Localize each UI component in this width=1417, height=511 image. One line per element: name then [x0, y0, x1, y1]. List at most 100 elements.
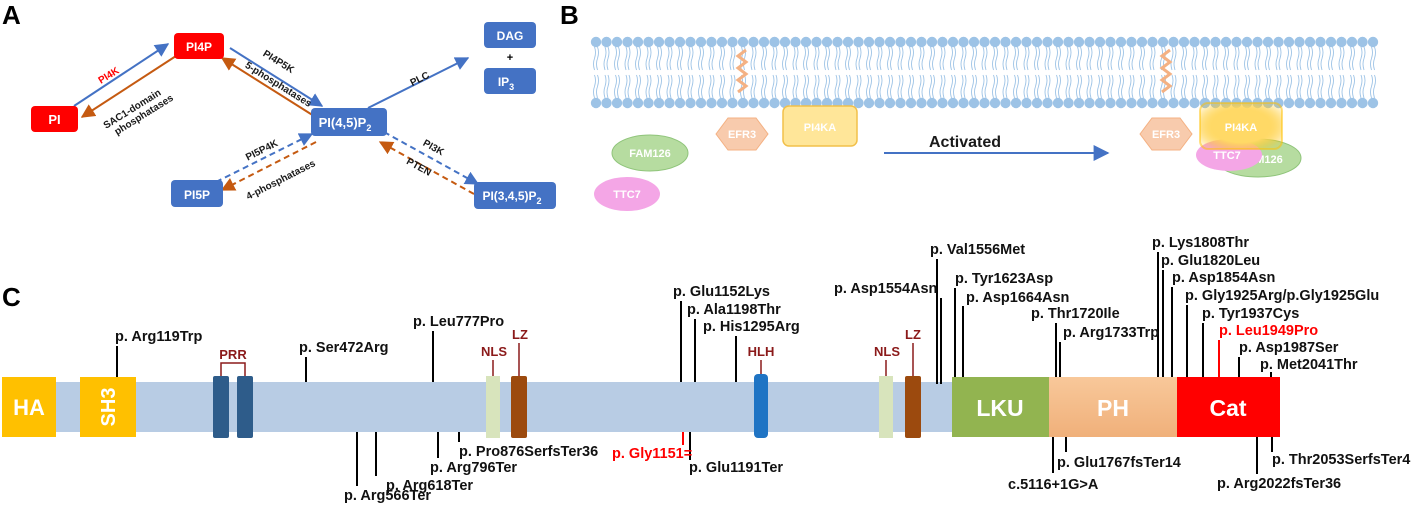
lipid-head — [989, 36, 1001, 48]
lipid-tail — [1310, 74, 1313, 99]
lipid-head — [958, 36, 969, 48]
lipid-tail — [1236, 74, 1240, 99]
node-pi4p — [174, 33, 224, 59]
lipid-tail — [1257, 74, 1261, 99]
domain-nls-1 — [486, 376, 500, 438]
lipid-head — [695, 36, 707, 48]
lipid-head — [758, 36, 770, 48]
lipid-head — [653, 97, 665, 109]
lipid-tail — [1265, 74, 1268, 99]
lipid-tail — [908, 46, 911, 71]
domain-ha-label: HA — [13, 395, 45, 420]
lipid-head — [1231, 36, 1242, 48]
lipid-tail — [897, 74, 901, 99]
mut-leu1949pro: p. Leu1949Pro — [1219, 323, 1318, 339]
lipid-tail — [939, 46, 943, 71]
lipid-tail — [1047, 74, 1051, 99]
lipid-tail — [1149, 46, 1153, 71]
lipid-tail — [971, 46, 974, 71]
lipid-tail — [1128, 74, 1132, 99]
node-ip3 — [484, 68, 536, 94]
lipid-tail — [939, 74, 943, 99]
lipid-head — [1021, 36, 1032, 48]
lipid-tail — [771, 46, 775, 71]
lipid-tail — [1002, 74, 1006, 99]
lipid-tail — [1173, 74, 1177, 99]
lipid-head — [779, 36, 791, 48]
lipid-tail — [1352, 74, 1355, 99]
lipid-tail — [687, 74, 691, 99]
lipid-tail — [606, 46, 610, 71]
lipid-tail — [1278, 74, 1282, 99]
lipid-head — [905, 36, 917, 48]
lipid-tail — [1086, 74, 1090, 99]
lipid-head — [769, 36, 780, 48]
lipid-tail — [1328, 46, 1331, 71]
lipid-head — [800, 36, 812, 48]
lipid-tail — [845, 74, 848, 99]
lipid-tail — [711, 46, 715, 71]
lipid-tail — [1181, 74, 1184, 99]
ttc7-right-label: TTC7 — [1213, 150, 1241, 162]
lipid-tail — [803, 46, 806, 71]
lipid-head — [622, 97, 633, 109]
lipid-tail — [614, 74, 617, 99]
lipid-tail — [918, 46, 922, 71]
lipid-head — [832, 36, 843, 48]
lipid-tail — [866, 74, 869, 99]
arrow-pip2-to-pi4p — [220, 57, 315, 117]
lipid-tail — [981, 46, 985, 71]
lipid-tail — [1310, 46, 1313, 71]
lipid-head — [1168, 36, 1179, 48]
arrow-pip2-to-pip3 — [383, 131, 480, 185]
lipid-tail — [1013, 46, 1016, 71]
lipid-head — [811, 36, 822, 48]
lipid-tail — [1068, 46, 1072, 71]
panel-b-letter: B — [560, 0, 579, 30]
panel-b: FAM126 TTC7 EFR3 PI4KA Activated EFR3 FA… — [590, 36, 1379, 211]
lipid-tail — [593, 46, 596, 71]
lipid-head — [643, 36, 654, 48]
lipid-tail — [1034, 46, 1037, 71]
mutation-lines — [116, 252, 1273, 486]
lipid-head — [1199, 36, 1211, 48]
lipid-tail — [921, 46, 925, 71]
lipid-tail — [855, 74, 859, 99]
lipid-head — [979, 36, 990, 48]
lipid-tail — [1212, 74, 1216, 99]
lipid-head — [727, 97, 738, 109]
lipid-head — [611, 97, 623, 109]
lipid-tail — [869, 46, 872, 71]
lipid-tail — [845, 46, 848, 71]
lipid-head — [884, 97, 896, 109]
lipid-head — [905, 97, 917, 109]
lipid-tail — [1320, 74, 1324, 99]
lipid-tail — [1170, 74, 1174, 99]
lipid-tail — [1065, 46, 1069, 71]
lipid-head — [1000, 97, 1011, 109]
lipid-tail — [1118, 46, 1121, 71]
lipid-tail — [1058, 74, 1061, 99]
lipid-tail — [911, 46, 914, 71]
node-pip2-main: PI(4,5)P — [319, 115, 367, 130]
lipid-tail — [1370, 46, 1373, 71]
lipid-tail — [753, 46, 757, 71]
node-pip3-label: PI(3,4,5)P2 — [482, 189, 541, 206]
mut-val1556met: p. Val1556Met — [930, 242, 1025, 258]
lipid-tail — [827, 46, 830, 71]
lipid-head — [716, 97, 728, 109]
lipid-head — [685, 97, 696, 109]
lipid-head — [926, 36, 938, 48]
lipid-head — [1189, 36, 1200, 48]
domain-lz-1 — [511, 376, 527, 438]
lipid-tail — [879, 46, 883, 71]
lipid-tail — [1097, 46, 1100, 71]
lipid-tail — [1131, 74, 1135, 99]
lipid-head — [1346, 36, 1358, 48]
node-dag — [484, 22, 536, 48]
arrow-pip2-to-pi5p — [220, 141, 317, 191]
lipid-tail — [1268, 46, 1271, 71]
lipid-tail — [1100, 46, 1103, 71]
lipid-tail — [690, 46, 694, 71]
lipid-head — [1304, 36, 1316, 48]
